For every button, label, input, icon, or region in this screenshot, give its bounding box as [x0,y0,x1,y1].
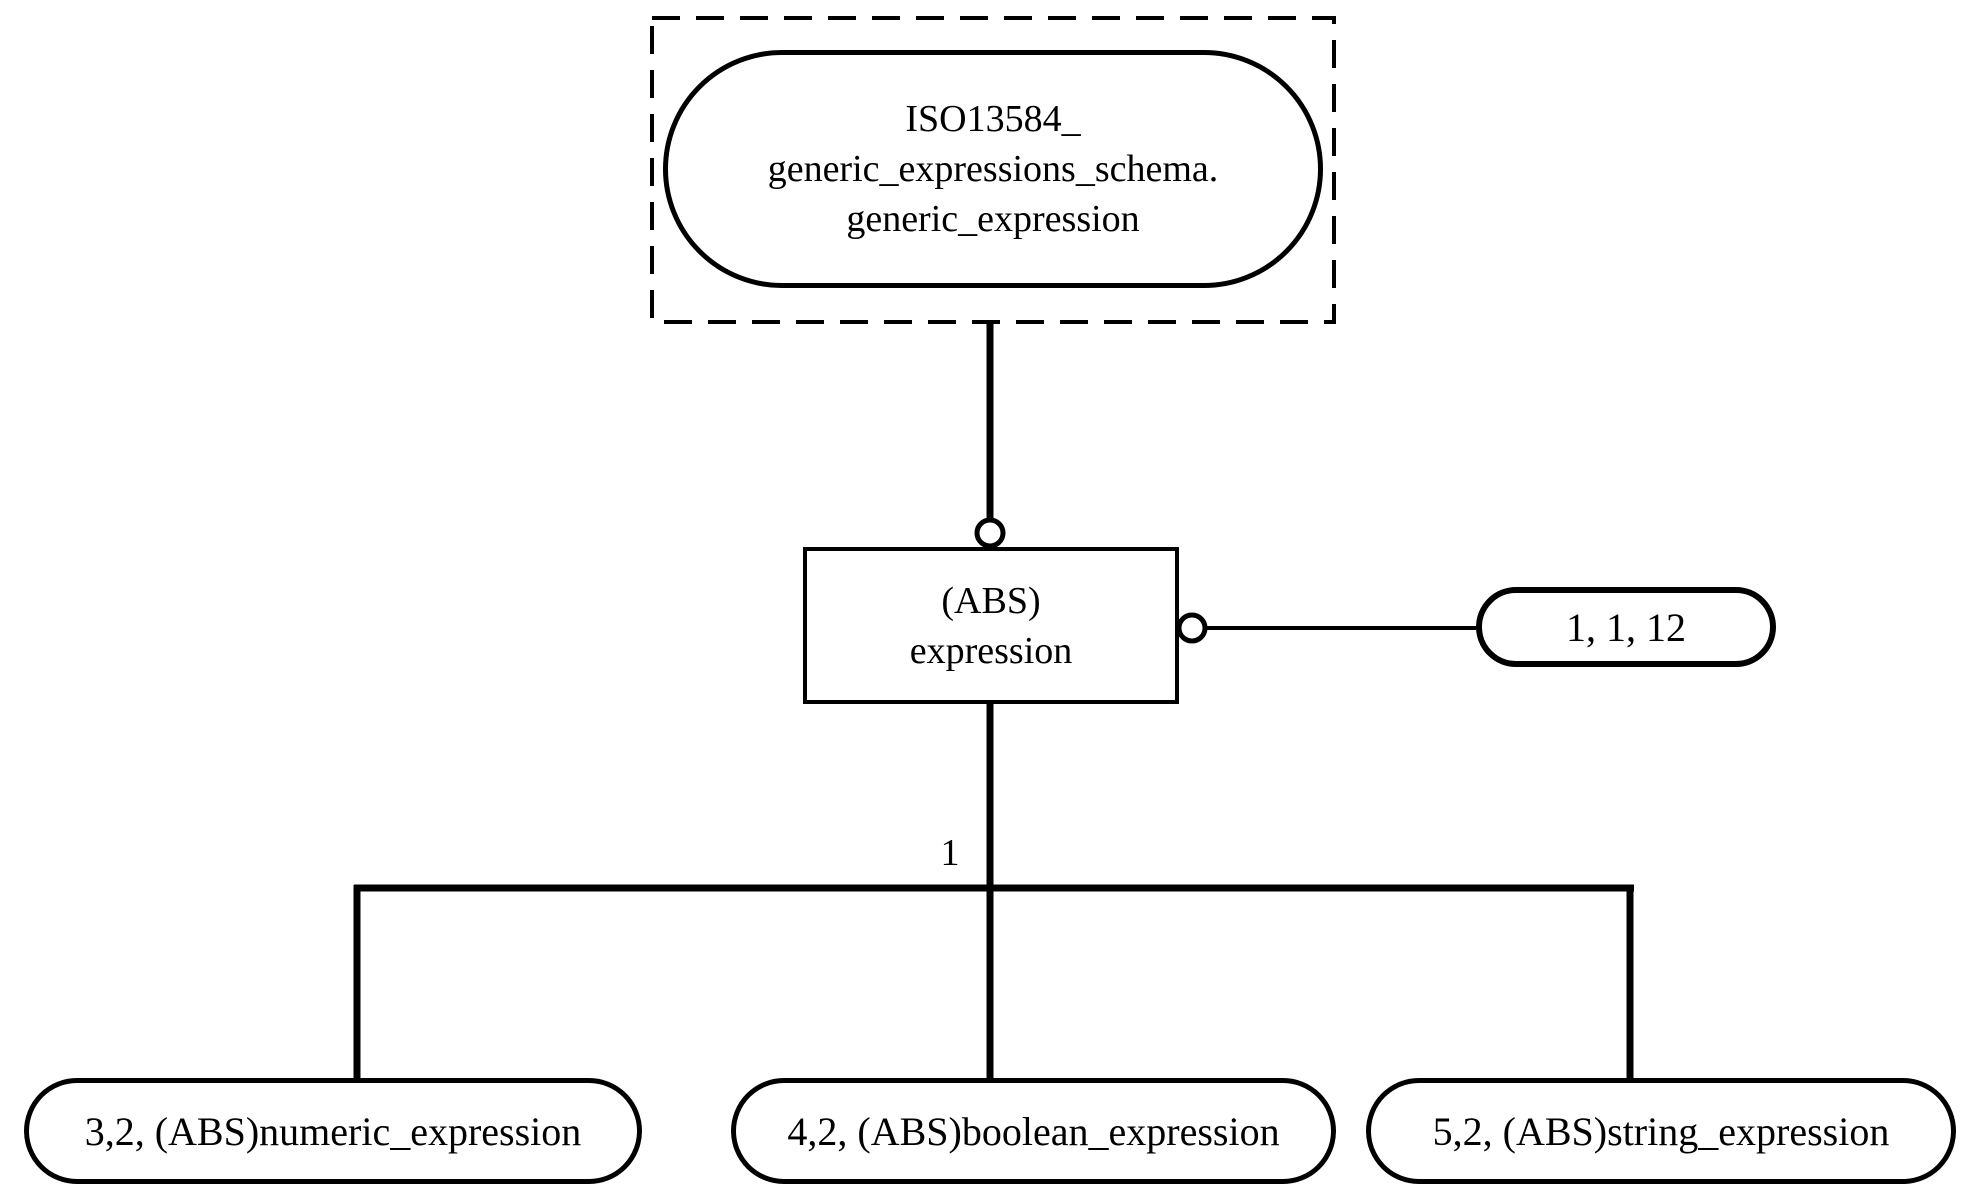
schema-reference-line1: ISO13584_ [905,98,1081,140]
cardinality-node: 1, 1, 12 [1476,587,1776,667]
subtype-string-label: 5,2, (ABS)string_expression [1432,1108,1890,1154]
abs-expression-line1: (ABS) [941,579,1041,622]
open-circle-connector-right [1176,612,1208,644]
subtype-node-string-expression: 5,2, (ABS)string_expression [1366,1078,1956,1184]
cardinality-label: 1, 1, 12 [1566,604,1686,650]
schema-reference-line2: generic_expressions_schema. [767,148,1219,190]
subtype-boolean-label: 4,2, (ABS)boolean_expression [787,1108,1280,1154]
schema-reference-node: ISO13584_ generic_expressions_schema. ge… [663,50,1323,288]
schema-reference-line3: generic_expression [846,198,1140,240]
subtype-numeric-label: 3,2, (ABS)numeric_expression [84,1108,582,1154]
subtype-node-numeric-expression: 3,2, (ABS)numeric_expression [24,1078,642,1184]
open-circle-connector-top [974,517,1006,549]
abs-expression-entity-node: (ABS) expression [803,547,1179,704]
branch-label: 1 [940,832,960,874]
subtype-node-boolean-expression: 4,2, (ABS)boolean_expression [731,1078,1336,1184]
abs-expression-line2: expression [909,629,1073,672]
